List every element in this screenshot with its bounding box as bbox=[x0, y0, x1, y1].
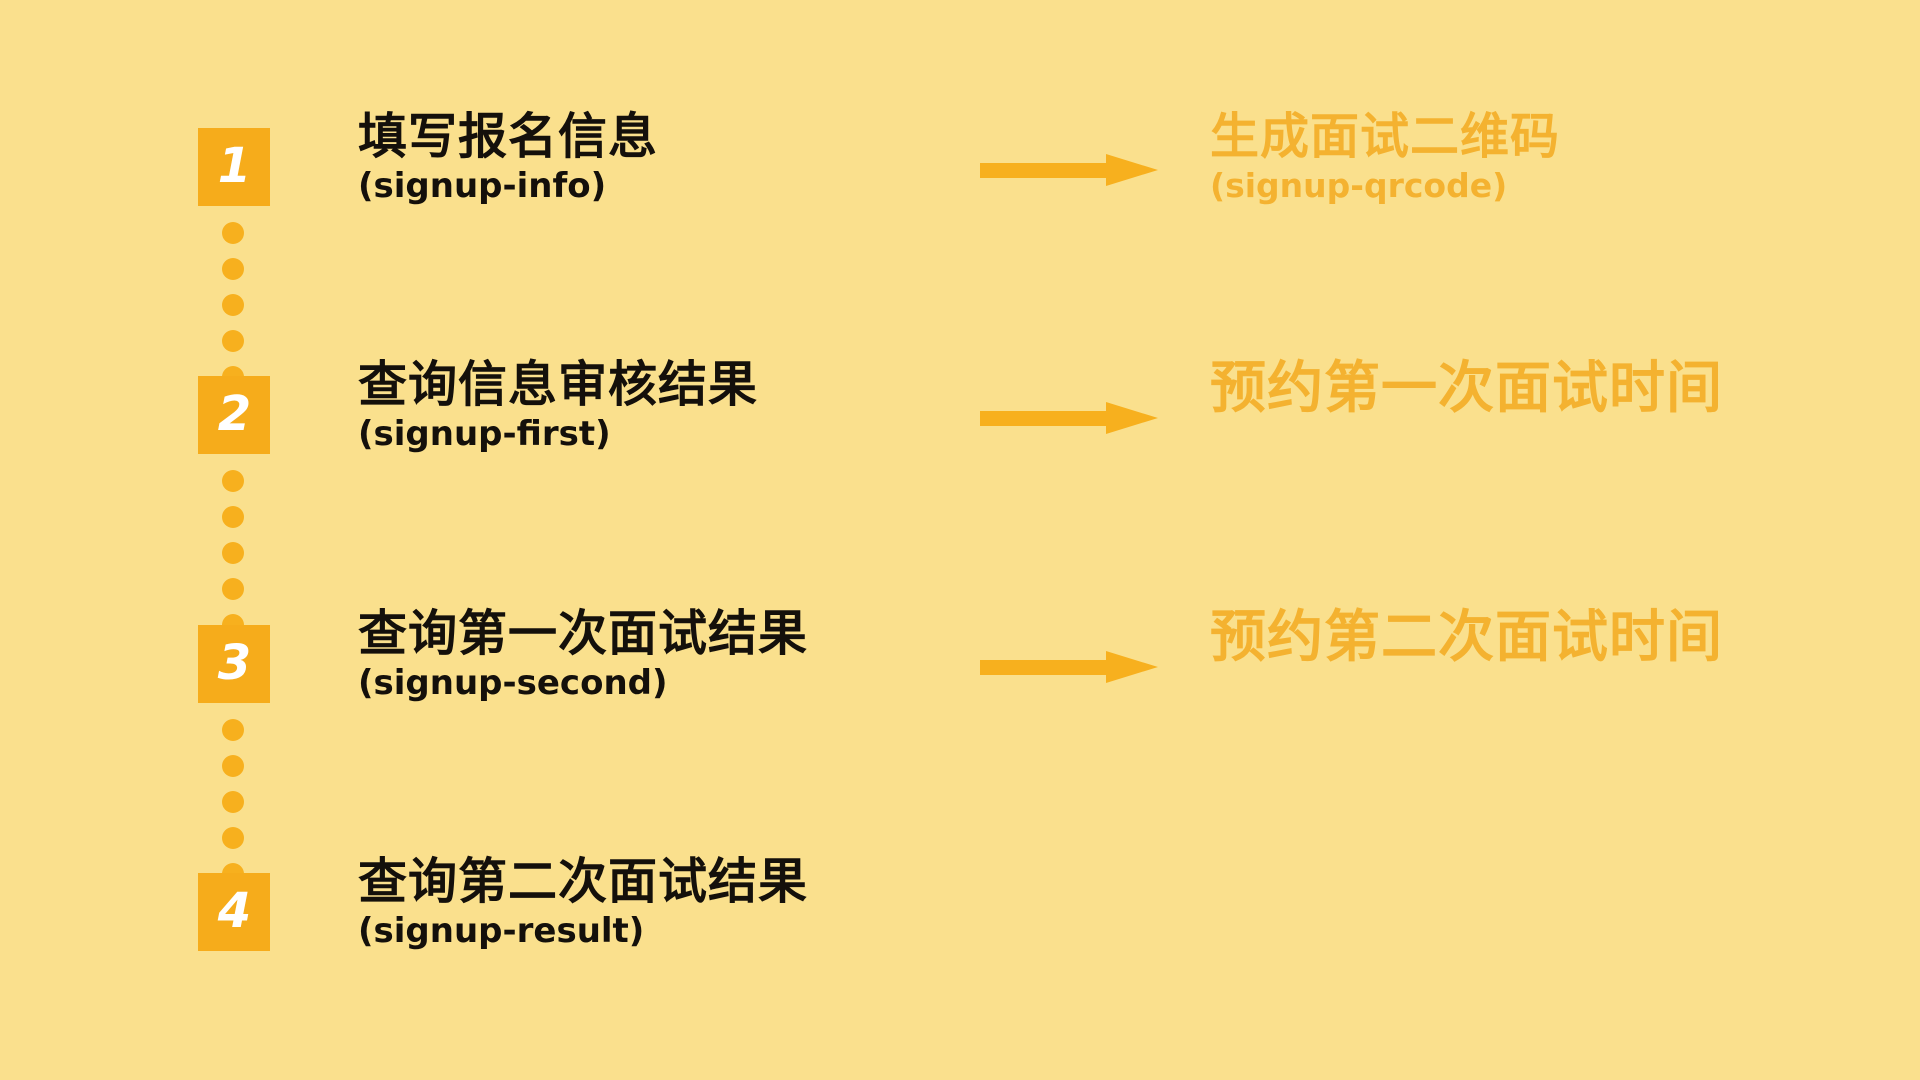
step-number-badge-4: 4 bbox=[198, 873, 270, 951]
step-title-cn-1: 填写报名信息 bbox=[358, 108, 659, 165]
connector-dot bbox=[222, 827, 244, 849]
step-row-1: 1 填写报名信息 (signup-info) 生成面试二维码 (signup-q… bbox=[0, 109, 1920, 268]
connector-dot bbox=[222, 578, 244, 600]
step-result-block-3: 预约第二次面试时间 bbox=[1210, 605, 1870, 670]
step-result-cn-1: 生成面试二维码 bbox=[1210, 108, 1561, 165]
step-number-badge-3: 3 bbox=[198, 625, 270, 703]
step-number-3: 3 bbox=[217, 635, 251, 691]
step-title-en-2: (signup-first) bbox=[358, 413, 611, 454]
step-label-block-2: 查询信息审核结果 (signup-first) bbox=[358, 356, 918, 454]
step-title-cn-4: 查询第二次面试结果 bbox=[358, 853, 809, 910]
connector-dot bbox=[222, 506, 244, 528]
step-title-en-4: (signup-result) bbox=[358, 910, 645, 951]
step-result-cn-2: 预约第一次面试时间 bbox=[1210, 356, 1723, 421]
step-title-en-3: (signup-second) bbox=[358, 662, 668, 703]
step-label-block-4: 查询第二次面试结果 (signup-result) bbox=[358, 853, 918, 951]
step-label-block-3: 查询第一次面试结果 (signup-second) bbox=[358, 605, 918, 703]
connector-dot bbox=[222, 755, 244, 777]
connector-dot bbox=[222, 542, 244, 564]
step-title-en-1: (signup-info) bbox=[358, 165, 607, 206]
step-title-cn-3: 查询第一次面试结果 bbox=[358, 605, 809, 662]
arrow-shaft bbox=[980, 163, 1115, 178]
arrow-right-icon-2 bbox=[980, 402, 1158, 434]
connector-dots-1 bbox=[222, 222, 244, 402]
arrow-head bbox=[1106, 154, 1158, 186]
connector-dot bbox=[222, 294, 244, 316]
connector-dot bbox=[222, 470, 244, 492]
step-row-4: 4 查询第二次面试结果 (signup-result) bbox=[0, 854, 1920, 1013]
step-number-badge-2: 2 bbox=[198, 376, 270, 454]
step-result-block-1: 生成面试二维码 (signup-qrcode) bbox=[1210, 108, 1870, 205]
arrow-head bbox=[1106, 402, 1158, 434]
arrow-head bbox=[1106, 651, 1158, 683]
step-label-block-1: 填写报名信息 (signup-info) bbox=[358, 108, 918, 206]
connector-dots-2 bbox=[222, 470, 244, 650]
step-title-cn-2: 查询信息审核结果 bbox=[358, 356, 759, 413]
step-row-3: 3 查询第一次面试结果 (signup-second) 预约第二次面试时间 bbox=[0, 606, 1920, 765]
step-result-en-1: (signup-qrcode) bbox=[1210, 165, 1508, 205]
connector-dot bbox=[222, 222, 244, 244]
step-number-2: 2 bbox=[217, 386, 251, 442]
step-number-badge-1: 1 bbox=[198, 128, 270, 206]
step-number-4: 4 bbox=[217, 883, 251, 939]
step-number-1: 1 bbox=[217, 138, 251, 194]
arrow-shaft bbox=[980, 660, 1115, 675]
connector-dot bbox=[222, 330, 244, 352]
step-result-block-2: 预约第一次面试时间 bbox=[1210, 356, 1870, 421]
connector-dot bbox=[222, 258, 244, 280]
connector-dot bbox=[222, 791, 244, 813]
arrow-right-icon-1 bbox=[980, 154, 1158, 186]
arrow-shaft bbox=[980, 411, 1115, 426]
arrow-right-icon-3 bbox=[980, 651, 1158, 683]
step-result-cn-3: 预约第二次面试时间 bbox=[1210, 605, 1723, 670]
step-row-2: 2 查询信息审核结果 (signup-first) 预约第一次面试时间 bbox=[0, 357, 1920, 516]
connector-dot bbox=[222, 719, 244, 741]
connector-dots-3 bbox=[222, 719, 244, 899]
